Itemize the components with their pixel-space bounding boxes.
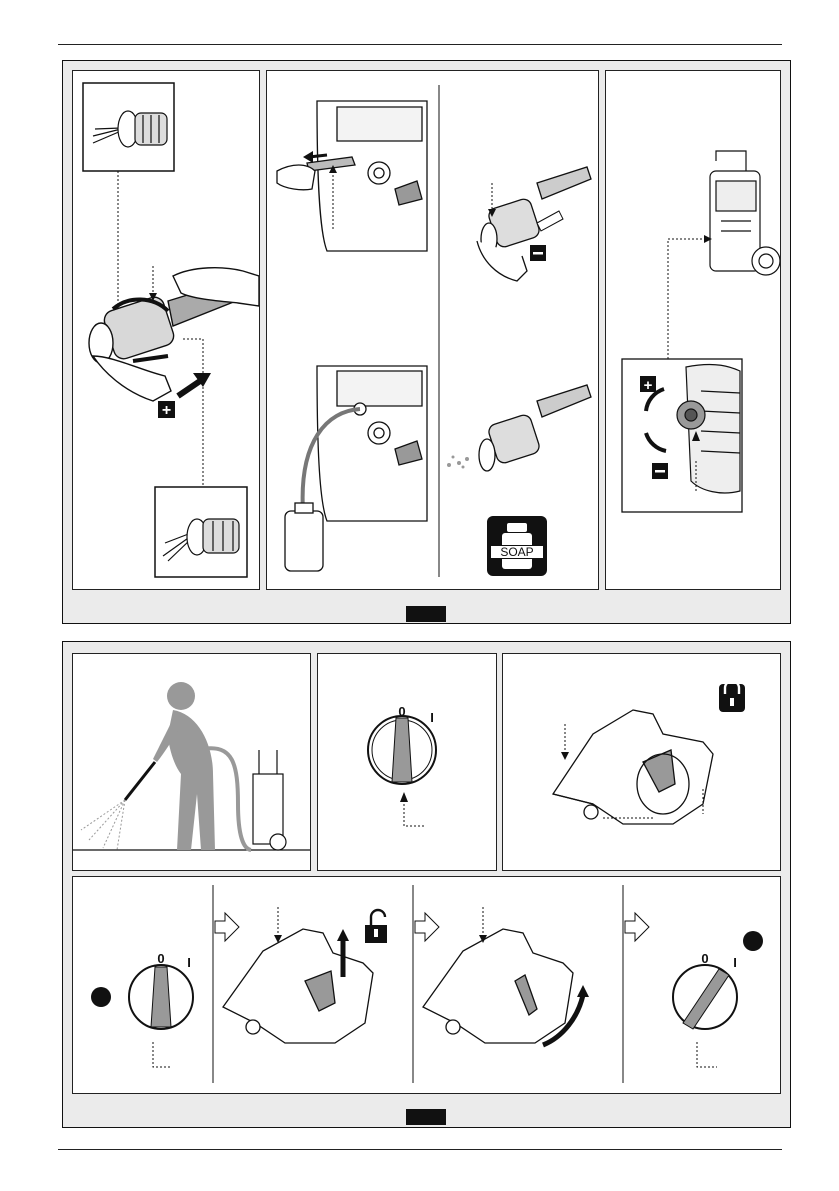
figure-tab-bottom <box>406 1109 446 1125</box>
soap-label: SOAP <box>500 545 533 559</box>
machine-with-bottle <box>285 366 427 571</box>
nozzle-main <box>89 268 259 401</box>
panel-operator <box>72 653 311 871</box>
seq2-switch-off-label: 0 <box>701 951 708 966</box>
pressure-washer-machine <box>710 151 780 275</box>
pressure-washer-small <box>253 750 286 850</box>
minus-icon <box>533 252 543 255</box>
seq2-switch-on-label: I <box>733 955 737 970</box>
switch-on-label: I <box>430 710 434 725</box>
panel-sequence: 0 I <box>72 876 781 1094</box>
spray-gun <box>553 710 713 824</box>
seq-switch-off-label: 0 <box>157 951 164 966</box>
top-rule <box>58 44 782 45</box>
panel-detergent: SOAP <box>266 70 599 590</box>
figure-bottom: 0 I <box>62 641 791 1128</box>
lock-open-icon <box>365 910 387 943</box>
soap-bottle-icon: SOAP <box>487 516 547 576</box>
panel-switch: 0 I <box>317 653 497 871</box>
seq-switch-on-label: I <box>187 955 191 970</box>
machine-detergent-inlet <box>277 101 427 251</box>
minus-sign-knob <box>655 470 665 473</box>
arrow-right-icon <box>215 913 239 941</box>
plus-icon: + <box>162 402 171 419</box>
figure-tab-top <box>406 606 446 622</box>
spray-gun-unlock <box>223 929 373 1043</box>
lock-closed-icon <box>719 681 745 712</box>
arrow-right-icon-2 <box>415 913 439 941</box>
panel-nozzle-adjust: + <box>72 70 260 590</box>
operator-silhouette <box>153 682 215 850</box>
bottom-rule <box>58 1149 782 1150</box>
switch-off-label: 0 <box>398 704 405 719</box>
nozzle-low-pressure <box>477 167 591 281</box>
figure-top: + <box>62 60 791 624</box>
plus-sign-knob: + <box>644 377 653 394</box>
spray-gun-trigger <box>423 929 573 1043</box>
panel-gun-locked <box>502 653 781 871</box>
arrow-right-icon-3 <box>625 913 649 941</box>
panel-pressure-knob: + <box>605 70 781 590</box>
nozzle-foam <box>479 385 591 471</box>
